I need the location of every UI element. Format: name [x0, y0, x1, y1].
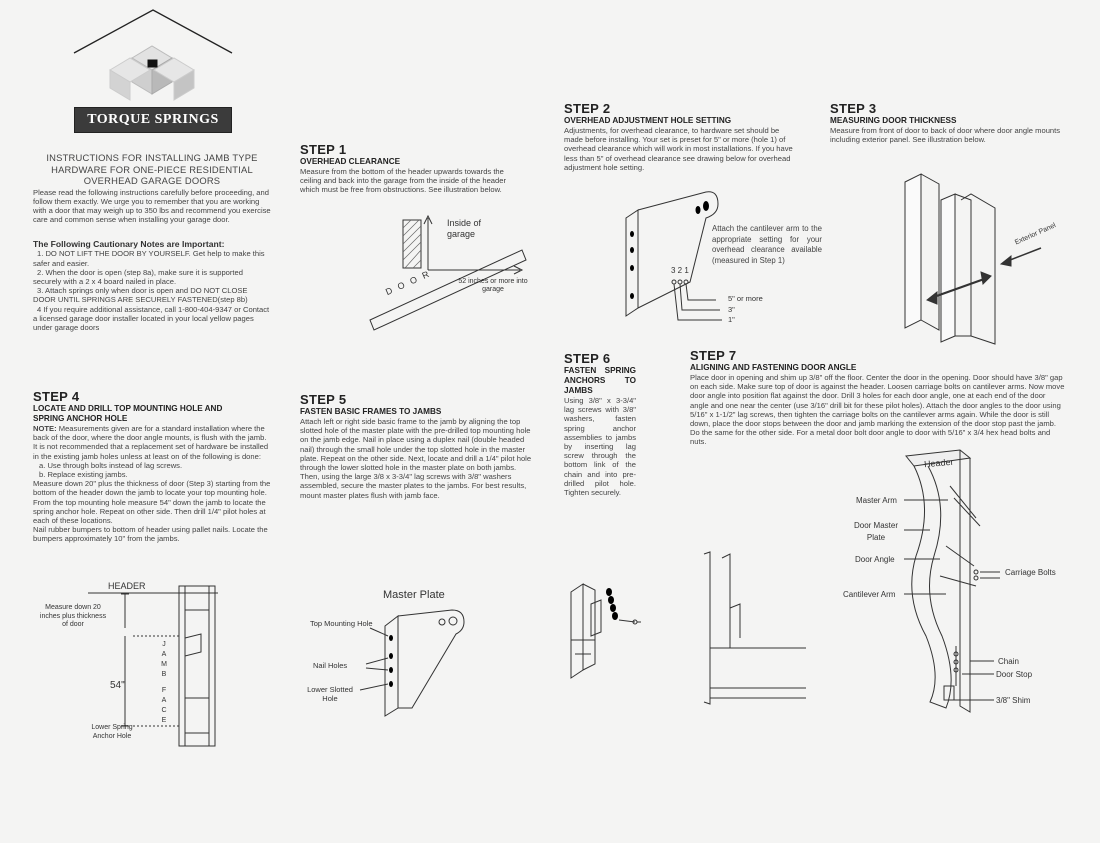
step3-subheading: MEASURING DOOR THICKNESS — [830, 116, 957, 125]
step4-jamb-diagram — [88, 585, 218, 747]
brand-name: TORQUE SPRINGS — [87, 112, 219, 127]
step3-body: Measure from front of door to back of do… — [830, 126, 1061, 145]
step1-subheading: OVERHEAD CLEARANCE — [300, 157, 401, 166]
caution-item: 4 If you require additional assistance, … — [33, 304, 270, 332]
caution-item: 1. DO NOT LIFT THE DOOR BY YOURSELF. Get… — [33, 249, 265, 268]
step4-heading: STEP 4 — [33, 389, 80, 404]
step4-body3: Nail rubber bumpers to bottom of header … — [33, 525, 268, 544]
intro-title-line: INSTRUCTIONS FOR INSTALLING JAMB TYPE — [46, 152, 258, 163]
step6-spring-anchor-diagram — [570, 583, 641, 679]
step7-heading: STEP 7 — [690, 348, 737, 363]
step5-nail-label: Nail Holes — [313, 661, 348, 670]
step5-subheading: FASTEN BASIC FRAMES TO JAMBS — [300, 407, 442, 416]
intro-title: INSTRUCTIONS FOR INSTALLING JAMB TYPE HA… — [33, 152, 271, 187]
step5-section: STEP 5 FASTEN BASIC FRAMES TO JAMBS Atta… — [300, 392, 536, 500]
logo-roof-icon — [73, 9, 233, 101]
jamb-letter: E — [161, 717, 167, 724]
step1-clearance-label: 52 inches or more into garage — [458, 278, 528, 293]
step4-subheading: LOCATE AND DRILL TOP MOUNTING HOLE AND S… — [33, 404, 223, 423]
step2-subheading: OVERHEAD ADJUSTMENT HOLE SETTING — [564, 116, 732, 125]
step7-door-master-plate-label: Door Master Plate — [853, 521, 898, 542]
jamb-letter: B — [161, 671, 167, 678]
step1-body: Measure from the bottom of the header up… — [300, 167, 507, 195]
step6-body: Using 3/8" x 3-3/4" lag screws with 3/8"… — [564, 396, 636, 498]
intro-title-line: OVERHEAD GARAGE DOORS — [83, 175, 221, 186]
step1-heading: STEP 1 — [300, 142, 347, 157]
step7-doorstop-diagram — [703, 551, 806, 705]
intro-title-line: HARDWARE FOR ONE-PIECE RESIDENTIAL — [51, 163, 253, 175]
step3-section: STEP 3 MEASURING DOOR THICKNESS Measure … — [830, 101, 1070, 144]
step4-jamb-letters: J A M B F A C E — [160, 640, 168, 726]
step7-carriage-bolts-label: Carriage Bolts — [1005, 568, 1056, 577]
step4-option: b. Replace existing jambs. — [39, 470, 128, 480]
step5-heading: STEP 5 — [300, 392, 347, 407]
jamb-letter: M — [161, 661, 167, 668]
step7-body-text: Place door in opening and shim up 3/8" o… — [690, 373, 1065, 447]
step7-subheading: ALIGNING AND FASTENING DOOR ANGLE — [690, 363, 857, 372]
step4-body-text: Measurements given are for a standard in… — [33, 424, 269, 461]
step3-door-thickness-diagram — [904, 173, 1042, 345]
step7-shim-label: 3/8" Shim — [996, 696, 1031, 705]
step7-section: STEP 7 ALIGNING AND FASTENING DOOR ANGLE… — [690, 348, 1066, 513]
step7-assembly-diagram — [905, 449, 981, 713]
step2-setting-1: 1" — [728, 315, 735, 324]
step4-measure-label: Measure down 20 inches plus thickness of… — [39, 604, 107, 628]
step1-inside-label: Inside of garage — [447, 218, 482, 239]
step4-body: NOTE: Measurements given are for a stand… — [33, 424, 271, 461]
step4-note-label: NOTE: — [33, 424, 57, 433]
jamb-letter: J — [162, 641, 166, 648]
step2-adjustment-diagram — [625, 191, 722, 321]
step7-door-angle-label: Door Angle — [855, 555, 895, 564]
step1-section: STEP 1 OVERHEAD CLEARANCE Measure from t… — [300, 142, 525, 195]
step7-chain-label: Chain — [998, 657, 1019, 666]
step6-subheading: FASTEN SPRING ANCHORS TO JAMBS — [564, 366, 636, 395]
brand-plate: TORQUE SPRINGS — [74, 107, 232, 133]
step5-fig-title: Master Plate — [383, 589, 445, 601]
step1-clearance-diagram — [369, 214, 527, 331]
step3-heading: STEP 3 — [830, 101, 877, 116]
step2-heading: STEP 2 — [564, 101, 611, 116]
step7-body: Place door in opening and shim up 3/8" o… — [690, 373, 1066, 513]
step4-dim-label: 54" — [110, 680, 125, 691]
step6-heading: STEP 6 — [564, 351, 611, 366]
step4-lower-label: Lower Spring Anchor Hole — [91, 724, 133, 740]
step2-section: STEP 2 OVERHEAD ADJUSTMENT HOLE SETTING … — [564, 101, 800, 172]
caution-item: 2. When the door is open (step 8a), make… — [33, 267, 243, 286]
jamb-letter: A — [161, 651, 167, 658]
step5-top-label: Top Mounting Hole — [310, 619, 373, 628]
step4-option: a. Use through bolts instead of lag scre… — [39, 460, 183, 470]
step6-section: STEP 6 FASTEN SPRING ANCHORS TO JAMBS Us… — [564, 351, 636, 497]
intro-section: INSTRUCTIONS FOR INSTALLING JAMB TYPE HA… — [33, 152, 271, 332]
intro-body: Please read the following instructions c… — [33, 187, 271, 225]
step5-master-plate-diagram — [359, 609, 465, 717]
step4-section: STEP 4 LOCATE AND DRILL TOP MOUNTING HOL… — [33, 389, 271, 544]
caution-item: 3. Attach springs only when door is open… — [33, 286, 248, 305]
cautions-title: The Following Cautionary Notes are Impor… — [33, 239, 225, 250]
jamb-letter: C — [161, 707, 167, 714]
step7-cantilever-arm-label: Cantilever Arm — [843, 590, 896, 599]
jamb-letter: F — [161, 687, 167, 694]
step5-lower-label: Lower Slotted Hole — [307, 685, 353, 703]
step5-body: Attach left or right side basic frame to… — [300, 417, 532, 500]
step7-door-stop-label: Door Stop — [996, 670, 1033, 679]
step2-note: Attach the cantilever arm to the appropr… — [712, 224, 822, 265]
step2-setting-5: 5" or more — [728, 294, 763, 303]
step2-setting-3: 3" — [728, 305, 735, 314]
step4-body2: Measure down 20" plus the thickness of d… — [33, 479, 271, 526]
step4-header-label: HEADER — [108, 581, 146, 591]
step7-master-arm-label: Master Arm — [856, 496, 897, 505]
step2-body: Adjustments, for overhead clearance, to … — [564, 126, 793, 172]
jamb-letter: A — [161, 697, 167, 704]
step2-hole-numbers: 3 2 1 — [671, 266, 689, 275]
